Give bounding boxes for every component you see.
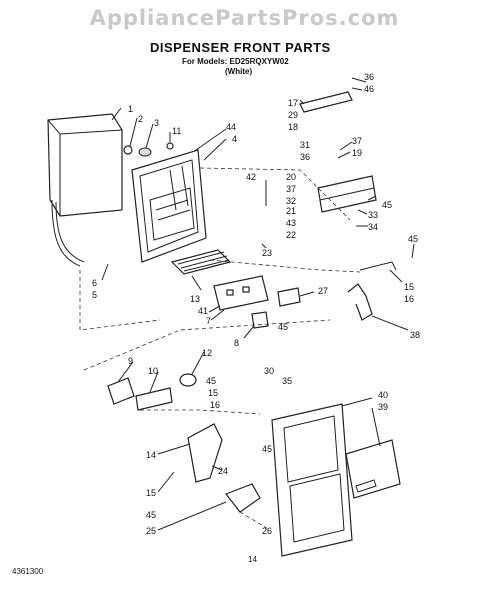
part-cover-27: [277, 287, 301, 307]
callout-label: 7: [206, 316, 211, 326]
callout-label: 45: [382, 200, 392, 210]
callout-label: 45: [278, 322, 288, 332]
part-dispenser-housing: [131, 149, 207, 263]
part-arm-lever: [359, 261, 397, 271]
callout-label: 41: [198, 306, 208, 316]
callout-label: 38: [410, 330, 420, 340]
callout-label: 27: [318, 286, 328, 296]
callout-label: 17: [288, 98, 298, 108]
part-reservoir: [47, 113, 123, 267]
callout-label: 46: [364, 84, 374, 94]
callout-label: 14: [146, 450, 156, 460]
callout-label: 34: [368, 222, 378, 232]
callout-label: 36: [364, 72, 374, 82]
callout-label: 19: [352, 148, 362, 158]
callout-label: 29: [288, 110, 298, 120]
callout-label: 23: [262, 248, 272, 258]
callout-label: 18: [288, 122, 298, 132]
part-control-plate: [213, 275, 269, 311]
callout-label: 2: [138, 114, 143, 124]
callout-label: 8: [234, 338, 239, 348]
callout-label: 37: [286, 184, 296, 194]
callout-label: 37: [352, 136, 362, 146]
callout-label: 15: [404, 282, 414, 292]
callout-label: 33: [368, 210, 378, 220]
callout-label: 40: [378, 390, 388, 400]
color-line: (White): [225, 67, 253, 76]
part-light-9: [107, 377, 135, 405]
callout-label: 35: [282, 376, 292, 386]
model-line: For Models: ED25RQXYW02: [182, 57, 289, 66]
callout-label: 45: [408, 234, 418, 244]
callout-label: 11: [172, 126, 181, 136]
callout-label: 39: [378, 402, 388, 412]
watermark: AppliancePartsPros.com: [89, 6, 400, 30]
callout-label: 42: [246, 172, 256, 182]
callout-label: 15: [146, 488, 156, 498]
callout-label: 10: [148, 366, 158, 376]
callout-label: 15: [208, 388, 218, 398]
part-top-bar: [299, 91, 353, 113]
part-screw-small: [166, 142, 174, 150]
callout-label: 6: [92, 278, 97, 288]
callout-label: 45: [206, 376, 216, 386]
part-switch-a: [226, 289, 234, 296]
part-small-washer: [123, 145, 133, 155]
callout-labels: 36 46 17 29 18 31 36 37 19 20 37 32 33 3…: [92, 72, 420, 536]
callout-label: 12: [202, 348, 212, 358]
part-switch-b: [242, 286, 250, 293]
callout-label: 36: [300, 152, 310, 162]
callout-label: 26: [262, 526, 272, 536]
callout-label: 16: [404, 294, 414, 304]
callout-label: 45: [146, 510, 156, 520]
callout-label: 45: [262, 444, 272, 454]
part-arm-38: [347, 283, 373, 321]
callout-label: 44: [226, 122, 236, 132]
callout-label: 20: [286, 172, 296, 182]
part-clip-12: [179, 373, 197, 387]
callout-label: 5: [92, 290, 97, 300]
part-lever-24: [187, 423, 223, 483]
callout-label: 3: [154, 118, 159, 128]
part-door-panel: [345, 439, 401, 499]
callout-label: 25: [146, 526, 156, 536]
part-plate-8: [251, 311, 269, 329]
callout-label: 4: [232, 134, 237, 144]
callout-label: 22: [286, 230, 296, 240]
callout-label: 16: [210, 400, 220, 410]
part-grille: [170, 249, 232, 275]
callout-label: 30: [264, 366, 274, 376]
part-grommet: [138, 147, 152, 157]
page-number: 14: [248, 555, 257, 564]
callout-label: 32: [286, 196, 296, 206]
callout-label: 24: [218, 466, 228, 476]
leader-lines: [101, 77, 415, 531]
callout-label: 21: [286, 206, 296, 216]
callout-label: 43: [286, 218, 296, 228]
part-cup-25: [225, 483, 261, 513]
callout-label: 9: [128, 356, 133, 366]
callout-label: 13: [190, 294, 200, 304]
callout-label: 1: [128, 104, 133, 114]
part-bracket-10: [135, 387, 173, 411]
document-number: 4361300: [12, 567, 44, 576]
callout-label: 31: [300, 140, 310, 150]
part-door-frame: [271, 403, 353, 557]
diagram-title: DISPENSER FRONT PARTS: [150, 40, 331, 55]
